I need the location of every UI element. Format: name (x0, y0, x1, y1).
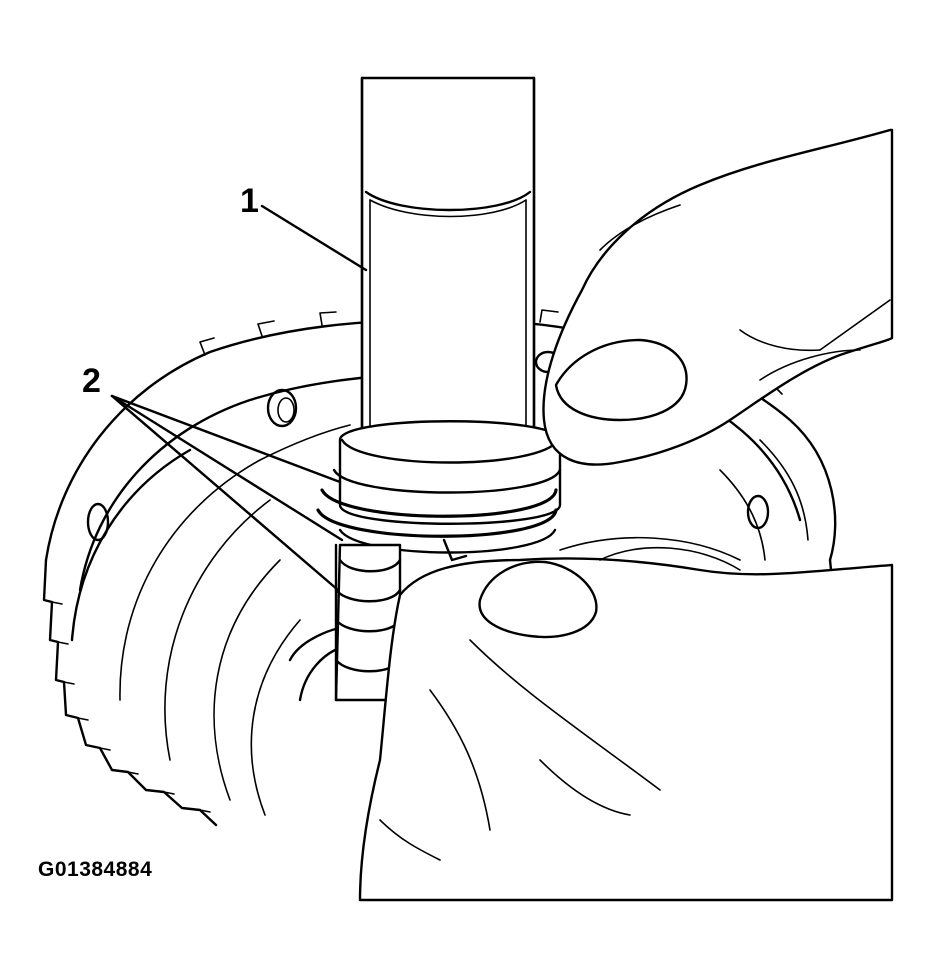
leader-lines (110, 204, 368, 592)
shaft (360, 76, 536, 447)
figure-id: G01384884 (38, 858, 153, 881)
right-hand-upper (542, 128, 894, 466)
leader-2c (110, 394, 340, 592)
leader-1 (260, 204, 368, 272)
leader-2a (110, 394, 342, 484)
lower-hand (358, 536, 894, 902)
callout-1: 1 (240, 182, 259, 220)
callout-2: 2 (82, 362, 101, 400)
leader-2b (110, 394, 344, 542)
